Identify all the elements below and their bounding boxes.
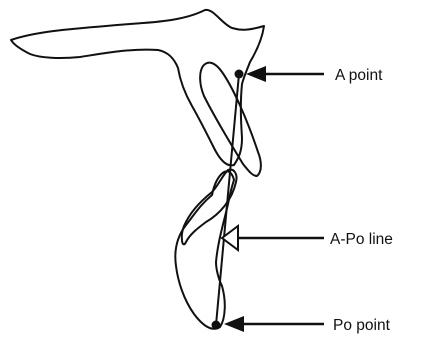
a-point-dot [235,70,244,79]
mandible-symphysis-outline [175,171,234,328]
a-po-line-arrow [222,226,324,250]
po-point-label: Po point [333,317,391,334]
a-po-line [216,74,239,325]
a-po-line-label: A-Po line [330,231,393,248]
maxilla-outline [11,10,264,166]
po-point-dot [212,321,221,330]
a-point-label: A point [335,67,383,84]
po-point-arrow [224,316,324,332]
a-point-arrow [246,66,324,82]
